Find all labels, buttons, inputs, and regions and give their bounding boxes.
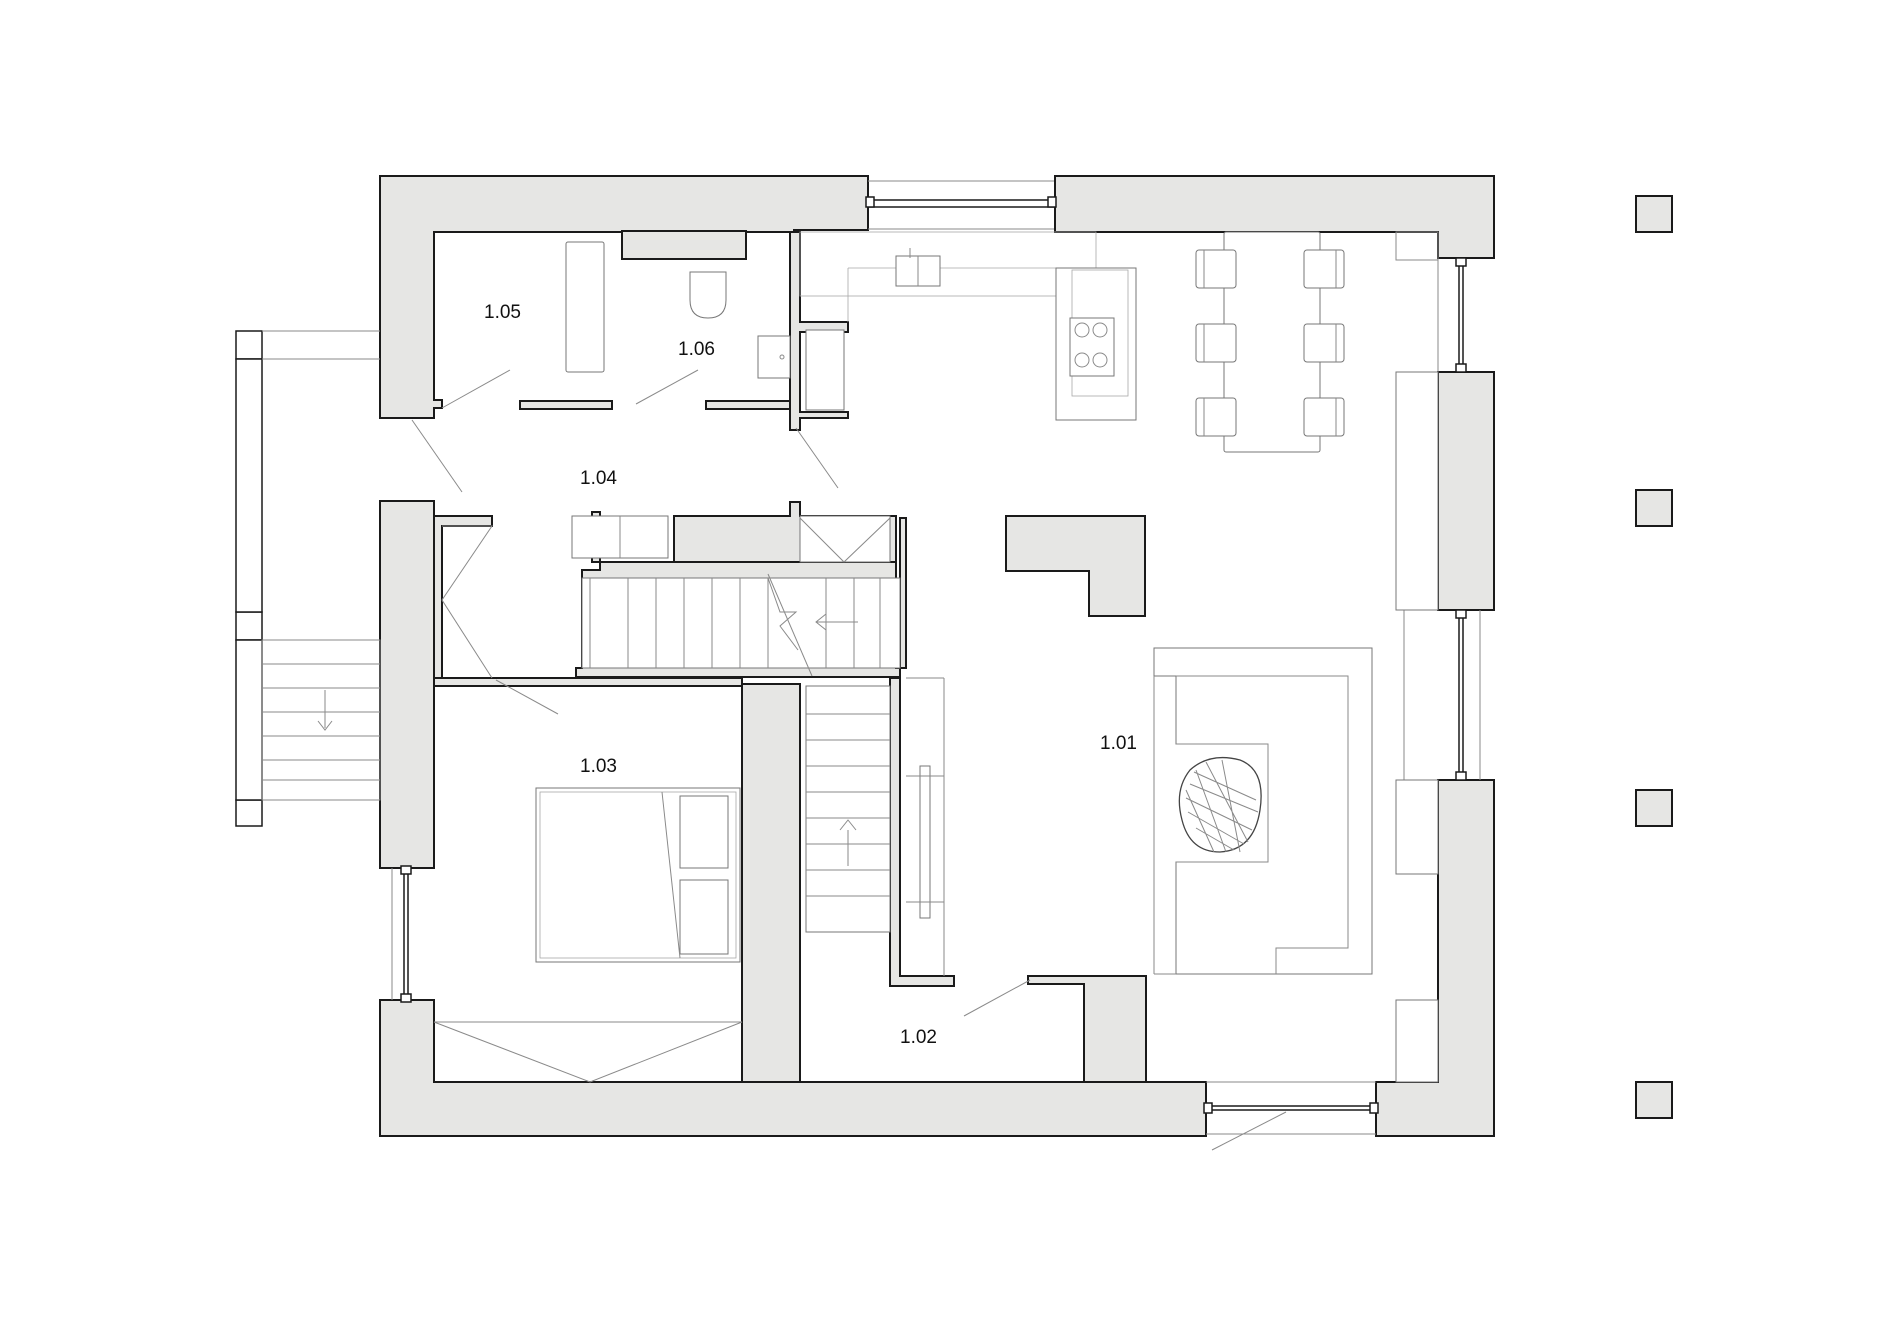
- wall-central-pier: [1005, 515, 1146, 617]
- stair-lower-flight: [805, 685, 891, 933]
- sink-wc: [757, 335, 791, 379]
- cooktop: [1069, 317, 1115, 377]
- wall-stair-lower: [889, 677, 955, 987]
- chair: [1195, 323, 1237, 363]
- wall-bedroom-right: [741, 683, 801, 1083]
- window-right-middle: [1458, 611, 1464, 779]
- closet-right: [799, 515, 891, 563]
- cabinet-right-bottom: [1395, 999, 1439, 1083]
- window-right-upper: [1458, 259, 1464, 371]
- column-4: [1635, 1081, 1673, 1119]
- bathtub: [565, 241, 605, 373]
- room-labels: 1.01 1.02 1.03 1.04 1.05 1.06: [484, 302, 1137, 1048]
- sofa: [1153, 647, 1373, 975]
- dining-set: [1195, 231, 1345, 453]
- balcony-post-top: [235, 330, 263, 360]
- room-label-1-01: 1.01: [1100, 733, 1137, 754]
- column-3: [1635, 789, 1673, 827]
- column-2: [1635, 489, 1673, 527]
- chair: [1195, 397, 1237, 437]
- stair-upper-flight: [581, 577, 901, 669]
- wc-shelf: [805, 329, 845, 411]
- cabinet-right-lower: [1395, 779, 1439, 875]
- window-top: [867, 199, 1055, 208]
- living-area: [1153, 647, 1373, 975]
- hallway-rail: [919, 765, 931, 919]
- wall-bedroom-top: [433, 677, 743, 687]
- window-left-lower: [403, 869, 409, 999]
- wall-left-middle: [379, 500, 435, 869]
- wall-top-left: [379, 175, 869, 419]
- room-label-1-02: 1.02: [900, 1027, 937, 1048]
- pillow: [679, 879, 729, 955]
- wall-wc-top: [621, 230, 747, 260]
- room-label-1-05: 1.05: [484, 302, 521, 323]
- main-stair: [581, 573, 945, 976]
- room-label-1-04: 1.04: [580, 468, 617, 489]
- balcony-rail: [235, 358, 263, 613]
- entry-door: [1205, 1105, 1377, 1111]
- room-label-1-03: 1.03: [580, 756, 617, 777]
- windows: [391, 180, 1481, 1151]
- coffee-table: [1178, 756, 1262, 853]
- bed: [535, 787, 741, 963]
- door-swings: [411, 419, 1031, 1017]
- toilet: [689, 271, 727, 319]
- pillow: [679, 795, 729, 869]
- chair: [1303, 249, 1345, 289]
- column-1: [1635, 195, 1673, 233]
- chair: [1303, 397, 1345, 437]
- wall-bath-bottom: [519, 400, 613, 410]
- cabinet-right-upper: [1395, 371, 1439, 611]
- room-label-1-06: 1.06: [678, 339, 715, 360]
- chair: [1195, 249, 1237, 289]
- bathroom-fixtures: [441, 241, 845, 411]
- wall-right-middle: [1437, 371, 1495, 611]
- wall-wc-bottom: [705, 400, 791, 410]
- exterior-walls: [379, 175, 1673, 1137]
- wall-entry-right: [1027, 975, 1147, 1083]
- chair: [1303, 323, 1345, 363]
- exterior-stair: [261, 639, 381, 801]
- kitchen: [799, 231, 1137, 421]
- balcony-left: [235, 330, 381, 827]
- kitchen-counter: [799, 231, 1097, 297]
